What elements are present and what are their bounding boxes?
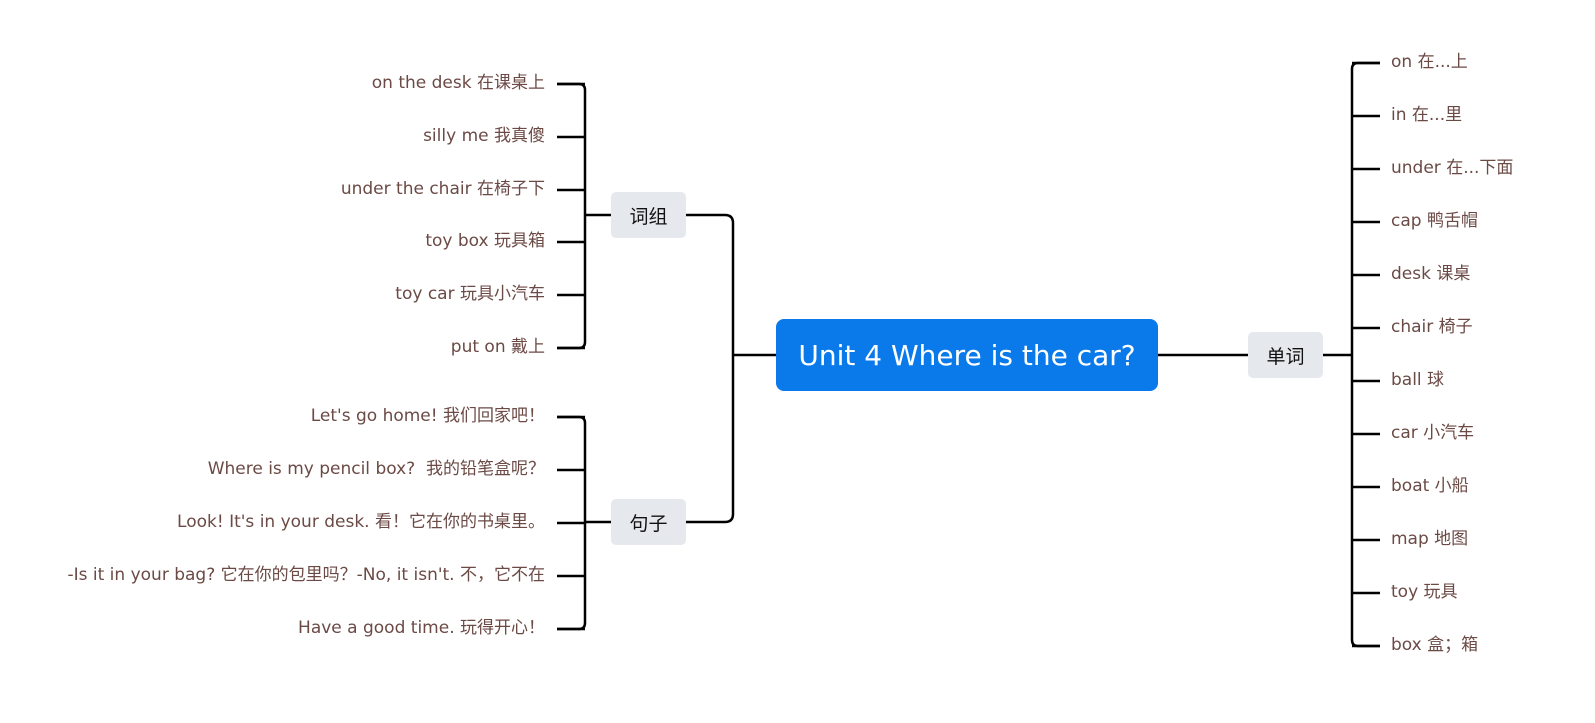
sentences-item[interactable]: Have a good time. 玩得开心！ <box>298 618 545 638</box>
words-item[interactable]: ball 球 <box>1391 370 1445 390</box>
bracket-phrases <box>557 82 587 350</box>
words-item[interactable]: boat 小船 <box>1391 476 1469 496</box>
branch-phrases[interactable]: 词组 <box>611 192 686 238</box>
sentences-item[interactable]: Let's go home! 我们回家吧！ <box>310 406 545 426</box>
words-item[interactable]: box 盒；箱 <box>1391 635 1479 655</box>
sentences-item[interactable]: Where is my pencil box? 我的铅笔盒呢？ <box>207 459 545 479</box>
phrases-item[interactable]: silly me 我真傻 <box>423 126 545 146</box>
phrases-item[interactable]: put on 戴上 <box>450 337 545 357</box>
phrases-item[interactable]: on the desk 在课桌上 <box>371 73 545 93</box>
phrases-item[interactable]: toy box 玩具箱 <box>425 231 545 251</box>
words-item[interactable]: car 小汽车 <box>1391 423 1475 443</box>
bracket-words <box>1350 61 1380 648</box>
words-item[interactable]: cap 鸭舌帽 <box>1391 211 1478 231</box>
words-item[interactable]: chair 椅子 <box>1391 317 1473 337</box>
branch-words[interactable]: 单词 <box>1248 332 1323 378</box>
branch-sentences[interactable]: 句子 <box>611 499 686 545</box>
words-item[interactable]: in 在...里 <box>1391 105 1463 125</box>
words-item[interactable]: on 在...上 <box>1391 52 1468 72</box>
words-item[interactable]: under 在...下面 <box>1391 158 1514 178</box>
connector-left-branches <box>686 213 735 524</box>
phrases-item[interactable]: under the chair 在椅子下 <box>340 179 545 199</box>
words-item[interactable]: toy 玩具 <box>1391 582 1458 602</box>
central-topic[interactable]: Unit 4 Where is the car? <box>776 319 1158 391</box>
phrases-item[interactable]: toy car 玩具小汽车 <box>395 284 545 304</box>
sentences-item[interactable]: Look! It's in your desk. 看！它在你的书桌里。 <box>177 512 545 532</box>
sentences-item[interactable]: -Is it in your bag? 它在你的包里吗？-No, it isn'… <box>67 565 545 585</box>
words-item[interactable]: map 地图 <box>1391 529 1469 549</box>
words-item[interactable]: desk 课桌 <box>1391 264 1471 284</box>
